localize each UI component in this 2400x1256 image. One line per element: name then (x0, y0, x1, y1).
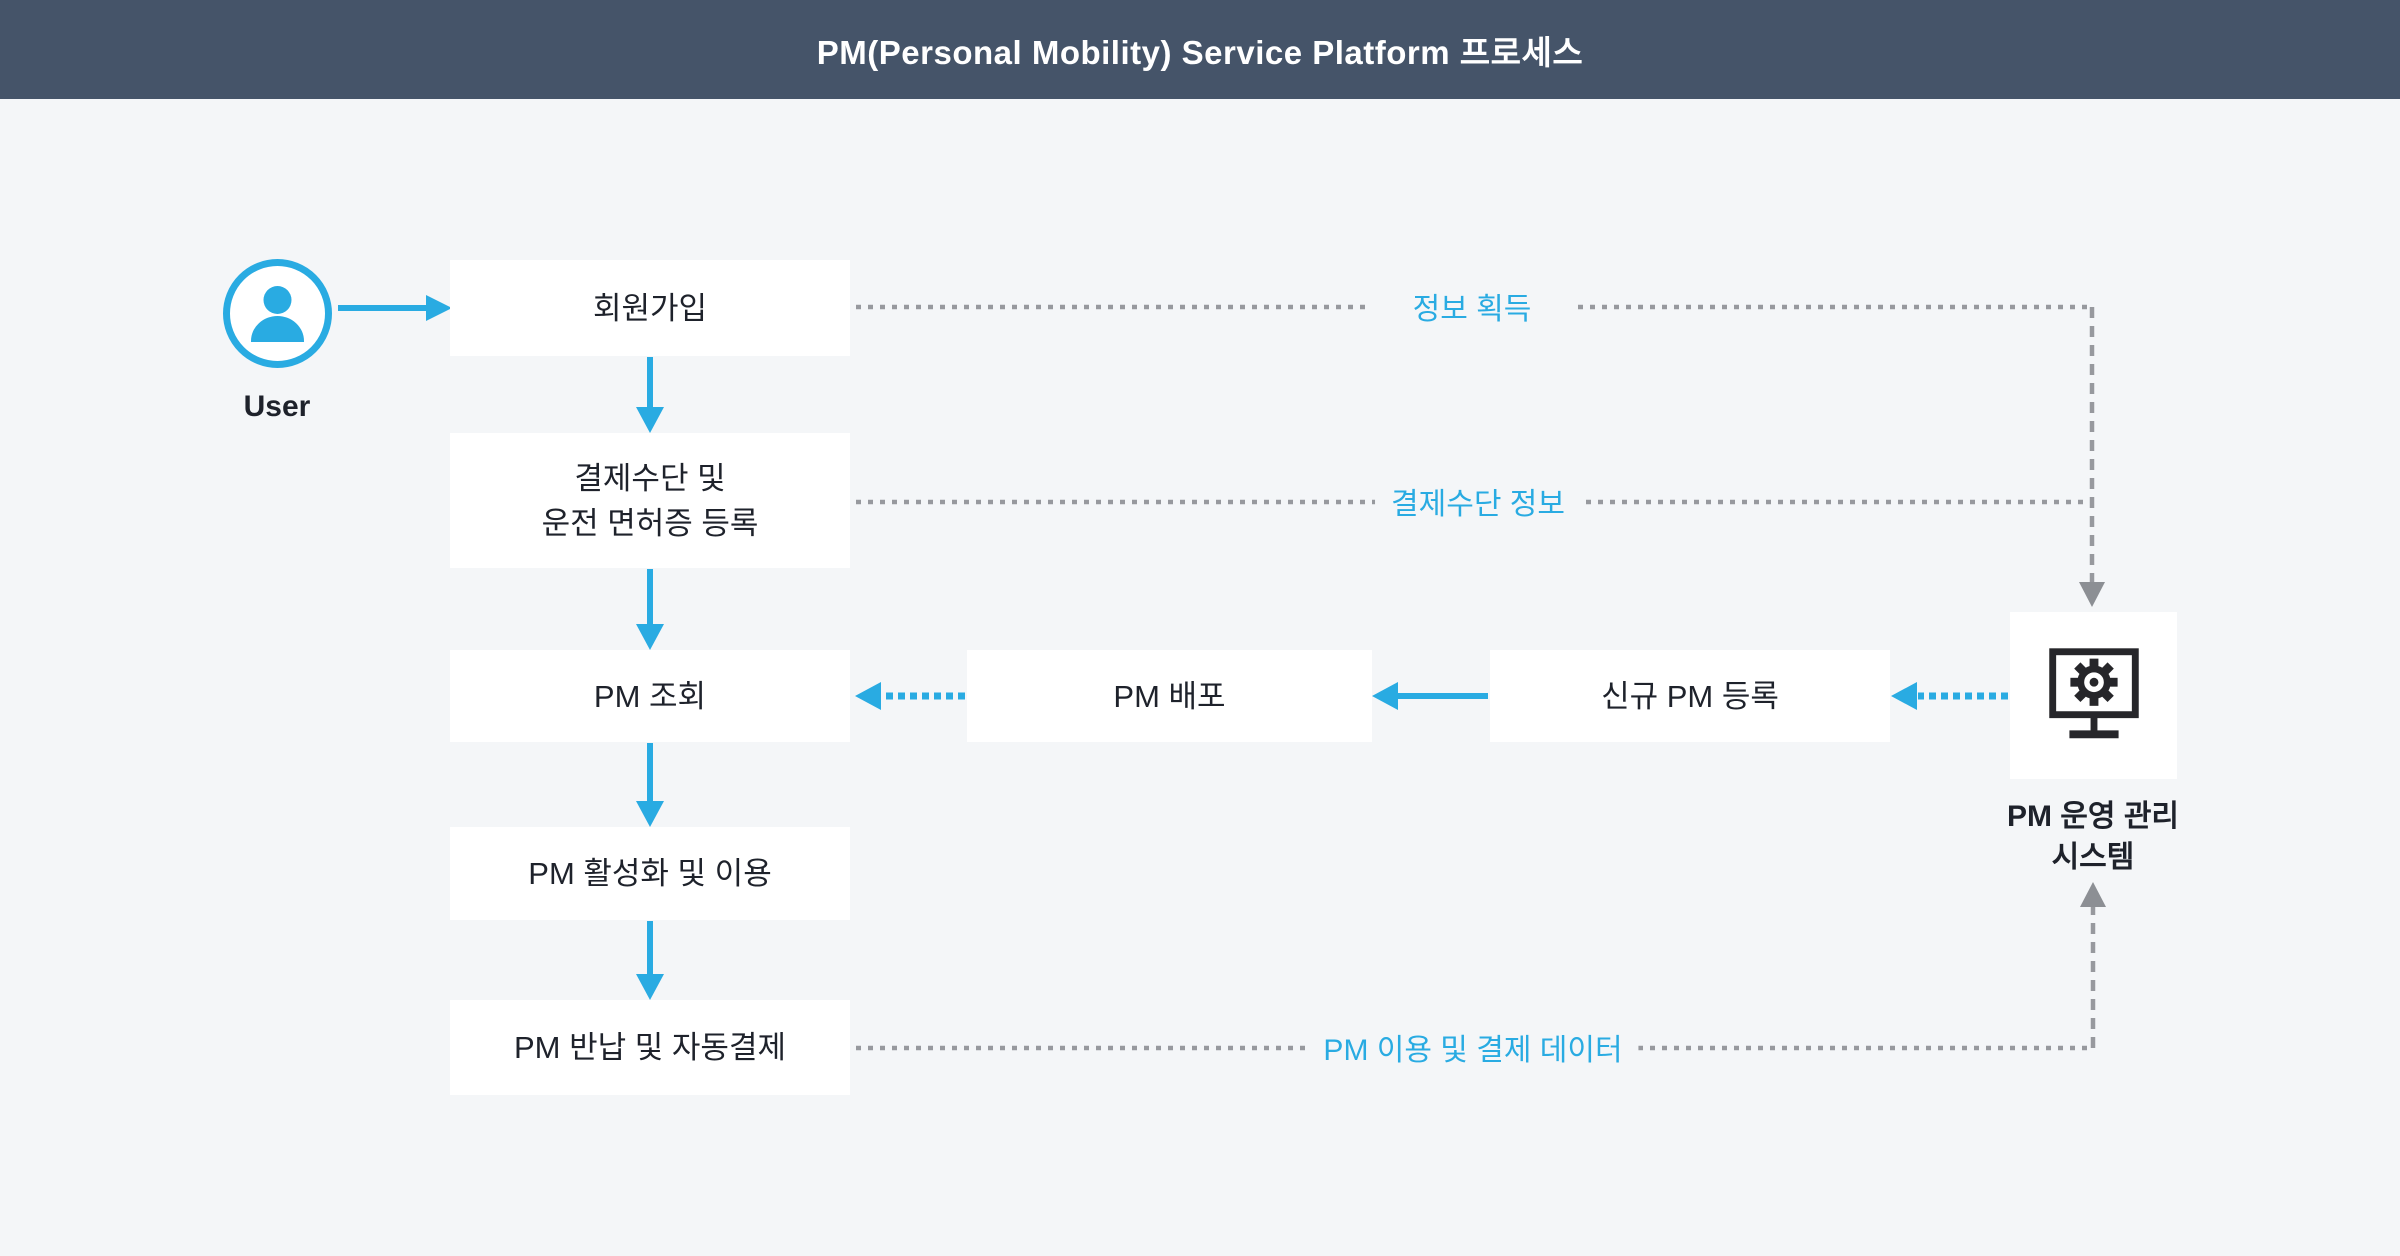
node-pm-operation-system (2010, 612, 2177, 779)
flow-label-info-acquisition: 정보 획득 (1396, 282, 1548, 330)
arrow-system-to-newpm (1891, 682, 2008, 710)
user-avatar (222, 258, 333, 369)
node-payment-license: 결제수단 및 운전 면허증 등록 (450, 433, 850, 568)
system-label: PM 운영 관리 시스템 (2006, 800, 2180, 874)
user-label: User (243, 390, 311, 423)
arrow-user-to-signup (338, 295, 452, 321)
arrow-signup-to-payment (636, 357, 664, 433)
title-bar: PM(Personal Mobility) Service Platform 프… (0, 0, 2400, 99)
node-pm-return: PM 반납 및 자동결제 (450, 1000, 850, 1095)
flow-label-payment-info: 결제수단 정보 (1375, 477, 1581, 525)
connector-info-acquisition (856, 304, 2105, 607)
arrow-payment-to-lookup (636, 569, 664, 650)
arrow-newpm-to-distribution (1372, 682, 1488, 710)
user-icon (223, 259, 332, 368)
arrow-distribution-to-lookup (855, 682, 965, 710)
monitor-gear-icon (2048, 647, 2139, 738)
node-pm-distribution: PM 배포 (967, 650, 1372, 742)
arrow-lookup-to-activation (636, 743, 664, 827)
flow-label-usage-payment-data: PM 이용 및 결제 데이터 (1307, 1023, 1639, 1071)
gear-glyph (2069, 658, 2118, 706)
page-title: PM(Personal Mobility) Service Platform 프… (816, 33, 1584, 71)
node-signup: 회원가입 (450, 260, 850, 356)
node-new-pm-registration: 신규 PM 등록 (1490, 650, 1890, 742)
node-pm-activation: PM 활성화 및 이용 (450, 827, 850, 920)
arrow-activation-to-return (636, 921, 664, 1000)
connector-usage-payment-data (856, 882, 2106, 1051)
node-pm-lookup: PM 조회 (450, 650, 850, 742)
